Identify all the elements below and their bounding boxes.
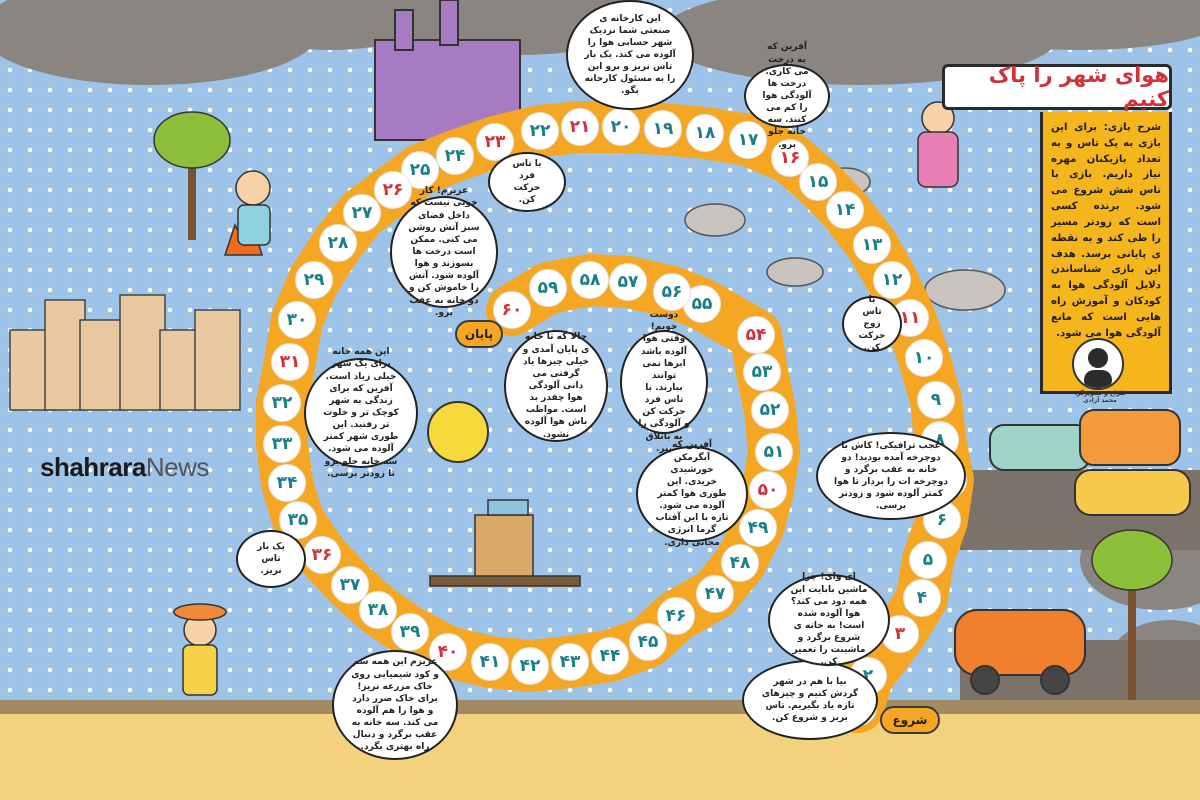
- speech-bubble-cell-54: دوست خوبم! وقتی هوا آلوده باشد ابرها نمی…: [620, 310, 708, 454]
- trees-illustration: [153, 111, 1173, 700]
- board-cell: ۴٢: [511, 647, 549, 685]
- board-cell: ۴۶: [657, 597, 695, 635]
- board-cell: ۵١: [755, 433, 793, 471]
- speech-bubble-cell-60: حالا که تا خانه ی پایان آمدی و خیلی چیزه…: [504, 330, 608, 442]
- buildings-illustration: [9, 294, 241, 411]
- speech-bubble-cell-3: ای وای! چرا ماشین بابایت این همه دود می …: [768, 572, 890, 668]
- board-cell: ۴٨: [721, 544, 759, 582]
- board-cell: ١٨: [686, 114, 724, 152]
- board-cell: ۶٠: [493, 291, 531, 329]
- board-cell: ۵٨: [571, 261, 609, 299]
- board-cell: ۵: [909, 541, 947, 579]
- board-cell: ۵٣: [743, 353, 781, 391]
- speech-bubble-cell-50: آفرین که آبگرمکن خورشیدی خریدی. این طوری…: [636, 440, 748, 548]
- board-cell: ٢٢: [521, 112, 559, 150]
- board-cell: ٢٠: [602, 108, 640, 146]
- speech-bubble-cell-36: یک بار تاس نریز.: [236, 530, 306, 588]
- board-cell: ١٢: [873, 261, 911, 299]
- speech-bubble-text: حالا که تا خانه ی پایان آمدی و خیلی چیزه…: [522, 332, 590, 440]
- speech-bubble-cell-31: این همه خانه برای یک شهر خیلی زیاد است. …: [304, 347, 418, 479]
- speech-bubble-text: دوست خوبم! وقتی هوا آلوده باشد ابرها نمی…: [638, 310, 690, 454]
- sun-illustration: [427, 401, 489, 463]
- board-cell: ۴٧: [696, 575, 734, 613]
- speech-bubble-text: این همه خانه برای یک شهر خیلی زیاد است. …: [323, 347, 399, 479]
- game-title: هوای شهر را پاک کنیم: [988, 63, 1169, 111]
- board-cell: ۵۴: [737, 316, 775, 354]
- watermark-suffix: News: [145, 452, 210, 482]
- title-box: هوای شهر را پاک کنیم: [942, 63, 1172, 111]
- board-cell: ۵٢: [751, 391, 789, 429]
- board-cell: ٢١: [561, 108, 599, 146]
- house-illustration: [429, 499, 581, 587]
- speech-bubble-cell-7: عجب ترافیکی! کاش با دوچرخه آمده بودید! د…: [816, 432, 966, 520]
- board-cell: ٢۴: [436, 137, 474, 175]
- characters-illustration: [173, 101, 959, 696]
- board-cell: ١٧: [729, 121, 767, 159]
- speech-bubble-cell-26: عزیزم! کار خوبی نیست که داخل فضای سبز آت…: [390, 186, 498, 318]
- board-cell: ١۶: [771, 139, 809, 177]
- author-avatar: [1072, 338, 1124, 390]
- speech-bubble-text: آفرین که آبگرمکن خورشیدی خریدی. این طوری…: [655, 440, 729, 548]
- speech-bubble-cell-1: بیا با هم در شهر گردش کنیم و چیزهای تازه…: [742, 660, 878, 740]
- author-credit: طراح و تصویرگر: محمد آزادی: [1074, 390, 1126, 404]
- board-cell: ٣٣: [263, 425, 301, 463]
- board-cell: ۵۶: [653, 273, 691, 311]
- board-cell: ٢۶: [374, 171, 412, 209]
- speech-bubble-text: عجب ترافیکی! کاش با دوچرخه آمده بودید! د…: [834, 440, 948, 512]
- speech-bubble-text: ای وای! چرا ماشین بابایت این همه دود می …: [790, 572, 868, 668]
- watermark-brand: shahrara: [40, 452, 146, 482]
- cars-illustration: [954, 409, 1191, 695]
- board-cell: ۴۴: [591, 637, 629, 675]
- speech-bubble-cell-16: آفرین که به درخت می کاری. درخت ها آلودگی…: [744, 42, 830, 150]
- board-cell: ١٣: [853, 226, 891, 264]
- board-cell: ٣٠: [278, 301, 316, 339]
- end-label: پایان: [455, 320, 503, 348]
- speech-bubble-cell-23: با تاس فرد حرکت کن.: [488, 152, 566, 212]
- speech-bubble-text: آفرین که به درخت می کاری. درخت ها آلودگی…: [762, 42, 812, 150]
- board-cell: ١٩: [644, 110, 682, 148]
- board-cell: ۵٠: [749, 471, 787, 509]
- board-cell: ۴١: [471, 643, 509, 681]
- board-cell: ١۵: [799, 163, 837, 201]
- board-cell: ٢٧: [343, 194, 381, 232]
- board-cell: ١٠: [905, 339, 943, 377]
- speech-bubble-text: با تاس فرد حرکت کن.: [512, 158, 542, 206]
- rules-text: شرح بازی: برای این بازی به یک تاس و به ت…: [1051, 122, 1161, 339]
- board-cell: ٢٨: [319, 224, 357, 262]
- speech-bubble-text: عزیزم این همه سم و کود شیمیایی روی خاک م…: [351, 657, 439, 753]
- board-cell: ۴: [903, 579, 941, 617]
- board-cell: ٩: [917, 381, 955, 419]
- board-cell: ٣۶: [303, 536, 341, 574]
- board-cell: ۵٧: [609, 263, 647, 301]
- board-cell: ٢۵: [401, 151, 439, 189]
- speech-bubble-text: یک بار تاس نریز.: [257, 541, 285, 577]
- speech-bubble-text: بیا با هم در شهر گردش کنیم و چیزهای تازه…: [761, 676, 859, 724]
- board-cell: ٣٢: [263, 384, 301, 422]
- board-cell: ٣٨: [359, 591, 397, 629]
- board-cell: ٣٩: [391, 613, 429, 651]
- board-cell: ۴۵: [629, 623, 667, 661]
- speech-bubble-cell-11: با تاس زوج حرکت کن.: [842, 294, 902, 354]
- speech-bubble-text: این کارخانه ی صنعتی شما نزدیک شهر حسابی …: [584, 13, 676, 97]
- board-cell: ٣۴: [268, 464, 306, 502]
- start-label: شروع: [880, 706, 940, 734]
- speech-bubble-text: عزیزم! کار خوبی نیست که داخل فضای سبز آت…: [408, 186, 480, 318]
- speech-bubble-cell-40: عزیزم این همه سم و کود شیمیایی روی خاک م…: [332, 650, 458, 760]
- board-cell: ۴٩: [739, 509, 777, 547]
- board-cell: ۴٣: [551, 643, 589, 681]
- board-cell: ١۴: [826, 191, 864, 229]
- board-cell: ٣١: [271, 343, 309, 381]
- site-watermark: shahraraNews: [40, 452, 209, 483]
- ground: [0, 712, 1200, 800]
- speech-bubble-text: با تاس زوج حرکت کن.: [858, 294, 886, 354]
- board-cell: ٢٩: [295, 261, 333, 299]
- board-cell: ۵٩: [529, 269, 567, 307]
- speech-bubble-cell-21: این کارخانه ی صنعتی شما نزدیک شهر حسابی …: [566, 0, 694, 110]
- board-cell: ٣۵: [279, 501, 317, 539]
